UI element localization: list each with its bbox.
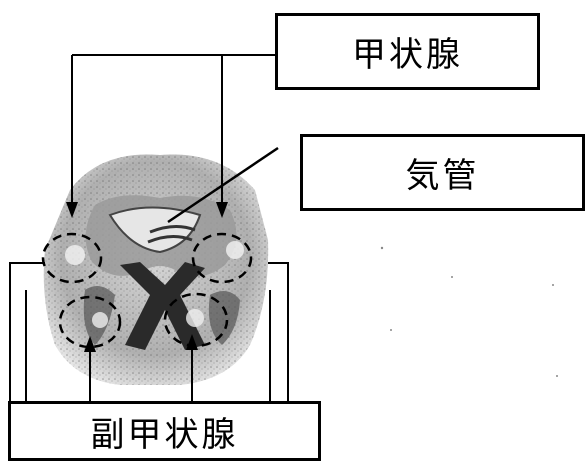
surgical-photo (43, 154, 269, 385)
inner-frame (25, 290, 271, 401)
parathyroid-arrowhead-left (84, 336, 96, 352)
speck (552, 284, 554, 286)
parathyroid-markers (41, 232, 253, 349)
trachea-label: 気管 (405, 156, 480, 196)
photo-texture (43, 154, 269, 385)
speck (451, 276, 453, 278)
thyroid-arrowhead-left (66, 202, 78, 218)
speck (380, 246, 384, 250)
dark-shading-right (208, 291, 240, 345)
parathyroid-label-box: 副甲状腺 (8, 401, 321, 461)
parathyroid-circle-lower-right (163, 292, 229, 348)
highlight (65, 245, 85, 265)
thyroid-connector (71, 54, 275, 205)
central-dark-structure (120, 262, 205, 350)
parathyroid-connector (89, 348, 193, 401)
highlight (186, 309, 204, 327)
scan-specks (380, 246, 558, 377)
parathyroid-arrowhead-right (186, 334, 198, 350)
thyroid-arrowhead-right (216, 202, 228, 218)
parathyroid-label: 副甲状腺 (90, 414, 239, 455)
trachea-label-box: 気管 (300, 134, 585, 211)
highlight (92, 312, 108, 328)
parathyroid-circle-lower-left (58, 295, 122, 349)
parathyroid-circle-upper-left (41, 232, 103, 284)
outer-frame (9, 262, 289, 401)
thyroid-label: 甲状腺 (352, 35, 463, 75)
trachea-rings (147, 225, 196, 244)
thyroid-label-box: 甲状腺 (275, 13, 540, 90)
speck (390, 329, 392, 331)
speck (556, 375, 558, 377)
parathyroid-circle-upper-right (191, 232, 253, 284)
frame-lines (9, 262, 289, 401)
highlight (226, 241, 244, 259)
trachea-pointer-line (167, 146, 279, 224)
